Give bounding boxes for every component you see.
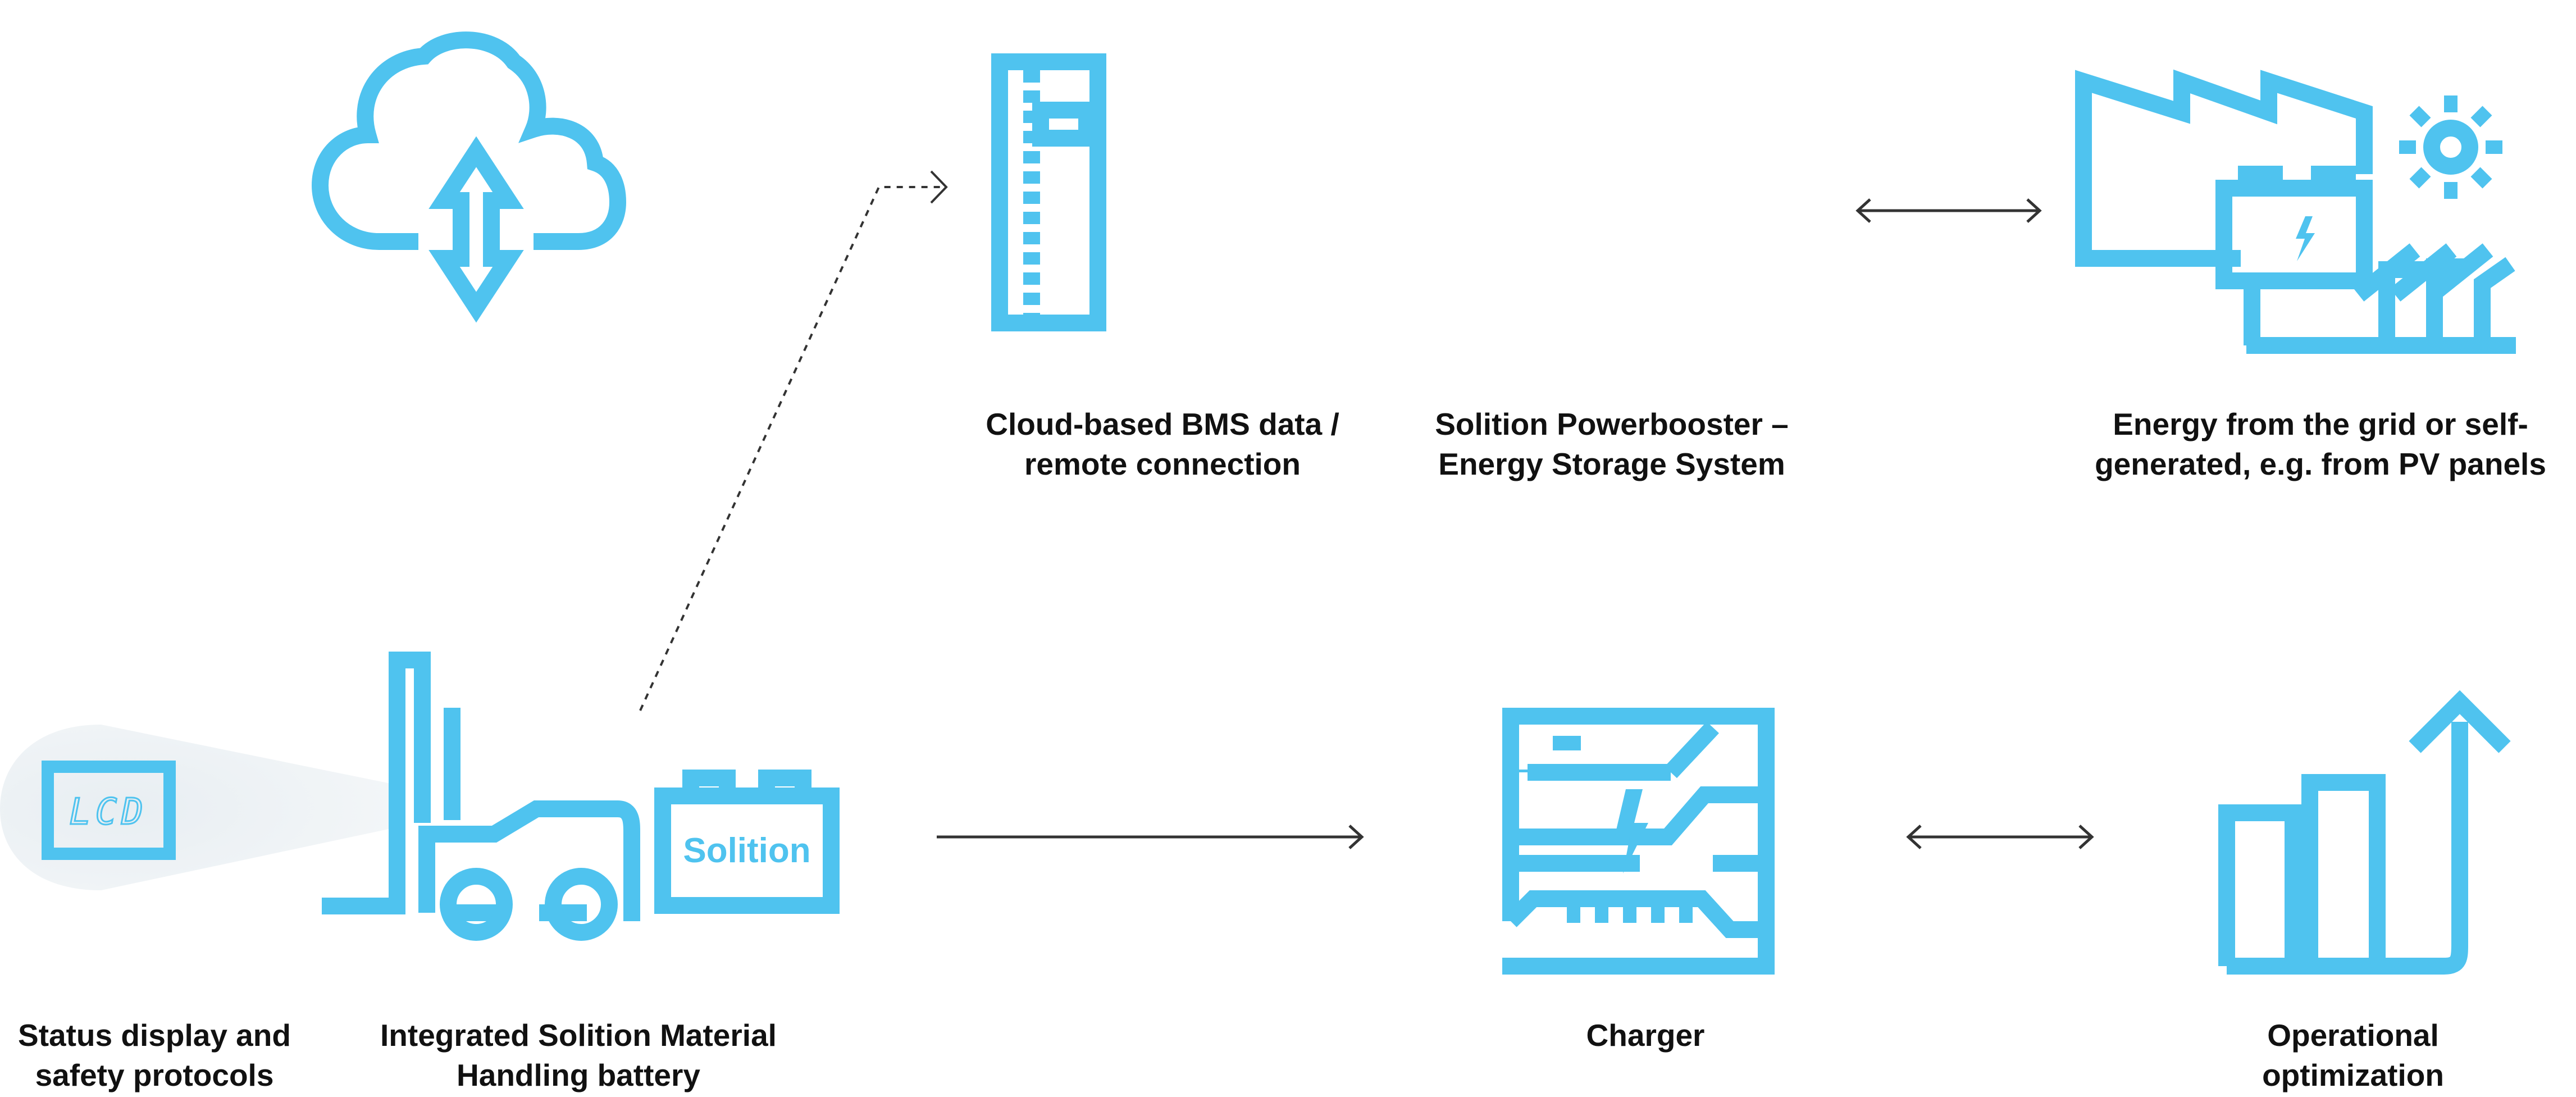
- growth-chart-icon: [2218, 690, 2511, 975]
- forklift-icon: [322, 652, 640, 941]
- battery-icon: [654, 770, 840, 914]
- powerbooster-grid-arrow: [1855, 198, 2042, 223]
- grid-label: Energy from the grid or self- generated,…: [2095, 407, 2546, 481]
- charger-indicator: [1553, 736, 1581, 750]
- factory-solar-icon: [2075, 69, 2516, 354]
- lcd-screen-text: LCD: [69, 791, 148, 833]
- charger-vents: [1567, 906, 1693, 923]
- powerbooster-icon: [991, 53, 1106, 331]
- optimization-label: Operational optimization: [2262, 1018, 2444, 1093]
- battery-brand-label: Solition: [683, 831, 810, 870]
- display-glow: [0, 725, 404, 890]
- charger-icon: [1502, 708, 1775, 975]
- charger-optimization-arrow: [1906, 825, 2094, 849]
- grid-bolt-icon: [2296, 216, 2315, 261]
- battery-cloud-dotted-arrow: [639, 170, 948, 711]
- status-display-label: Status display and safety protocols: [18, 1018, 291, 1093]
- powerbooster-label: Solition Powerbooster – Energy Storage S…: [1435, 407, 1789, 481]
- charger-label: Charger: [1586, 1018, 1705, 1053]
- cloud-sync-icon: [311, 31, 627, 323]
- cloud-label: Cloud-based BMS data / remote connection: [986, 407, 1339, 481]
- charger-bolt-icon: [1615, 789, 1648, 873]
- battery-charger-arrow: [937, 825, 1364, 849]
- battery-label: Integrated Solition Material Handling ba…: [380, 1018, 777, 1093]
- lcd-display-icon: [42, 761, 176, 860]
